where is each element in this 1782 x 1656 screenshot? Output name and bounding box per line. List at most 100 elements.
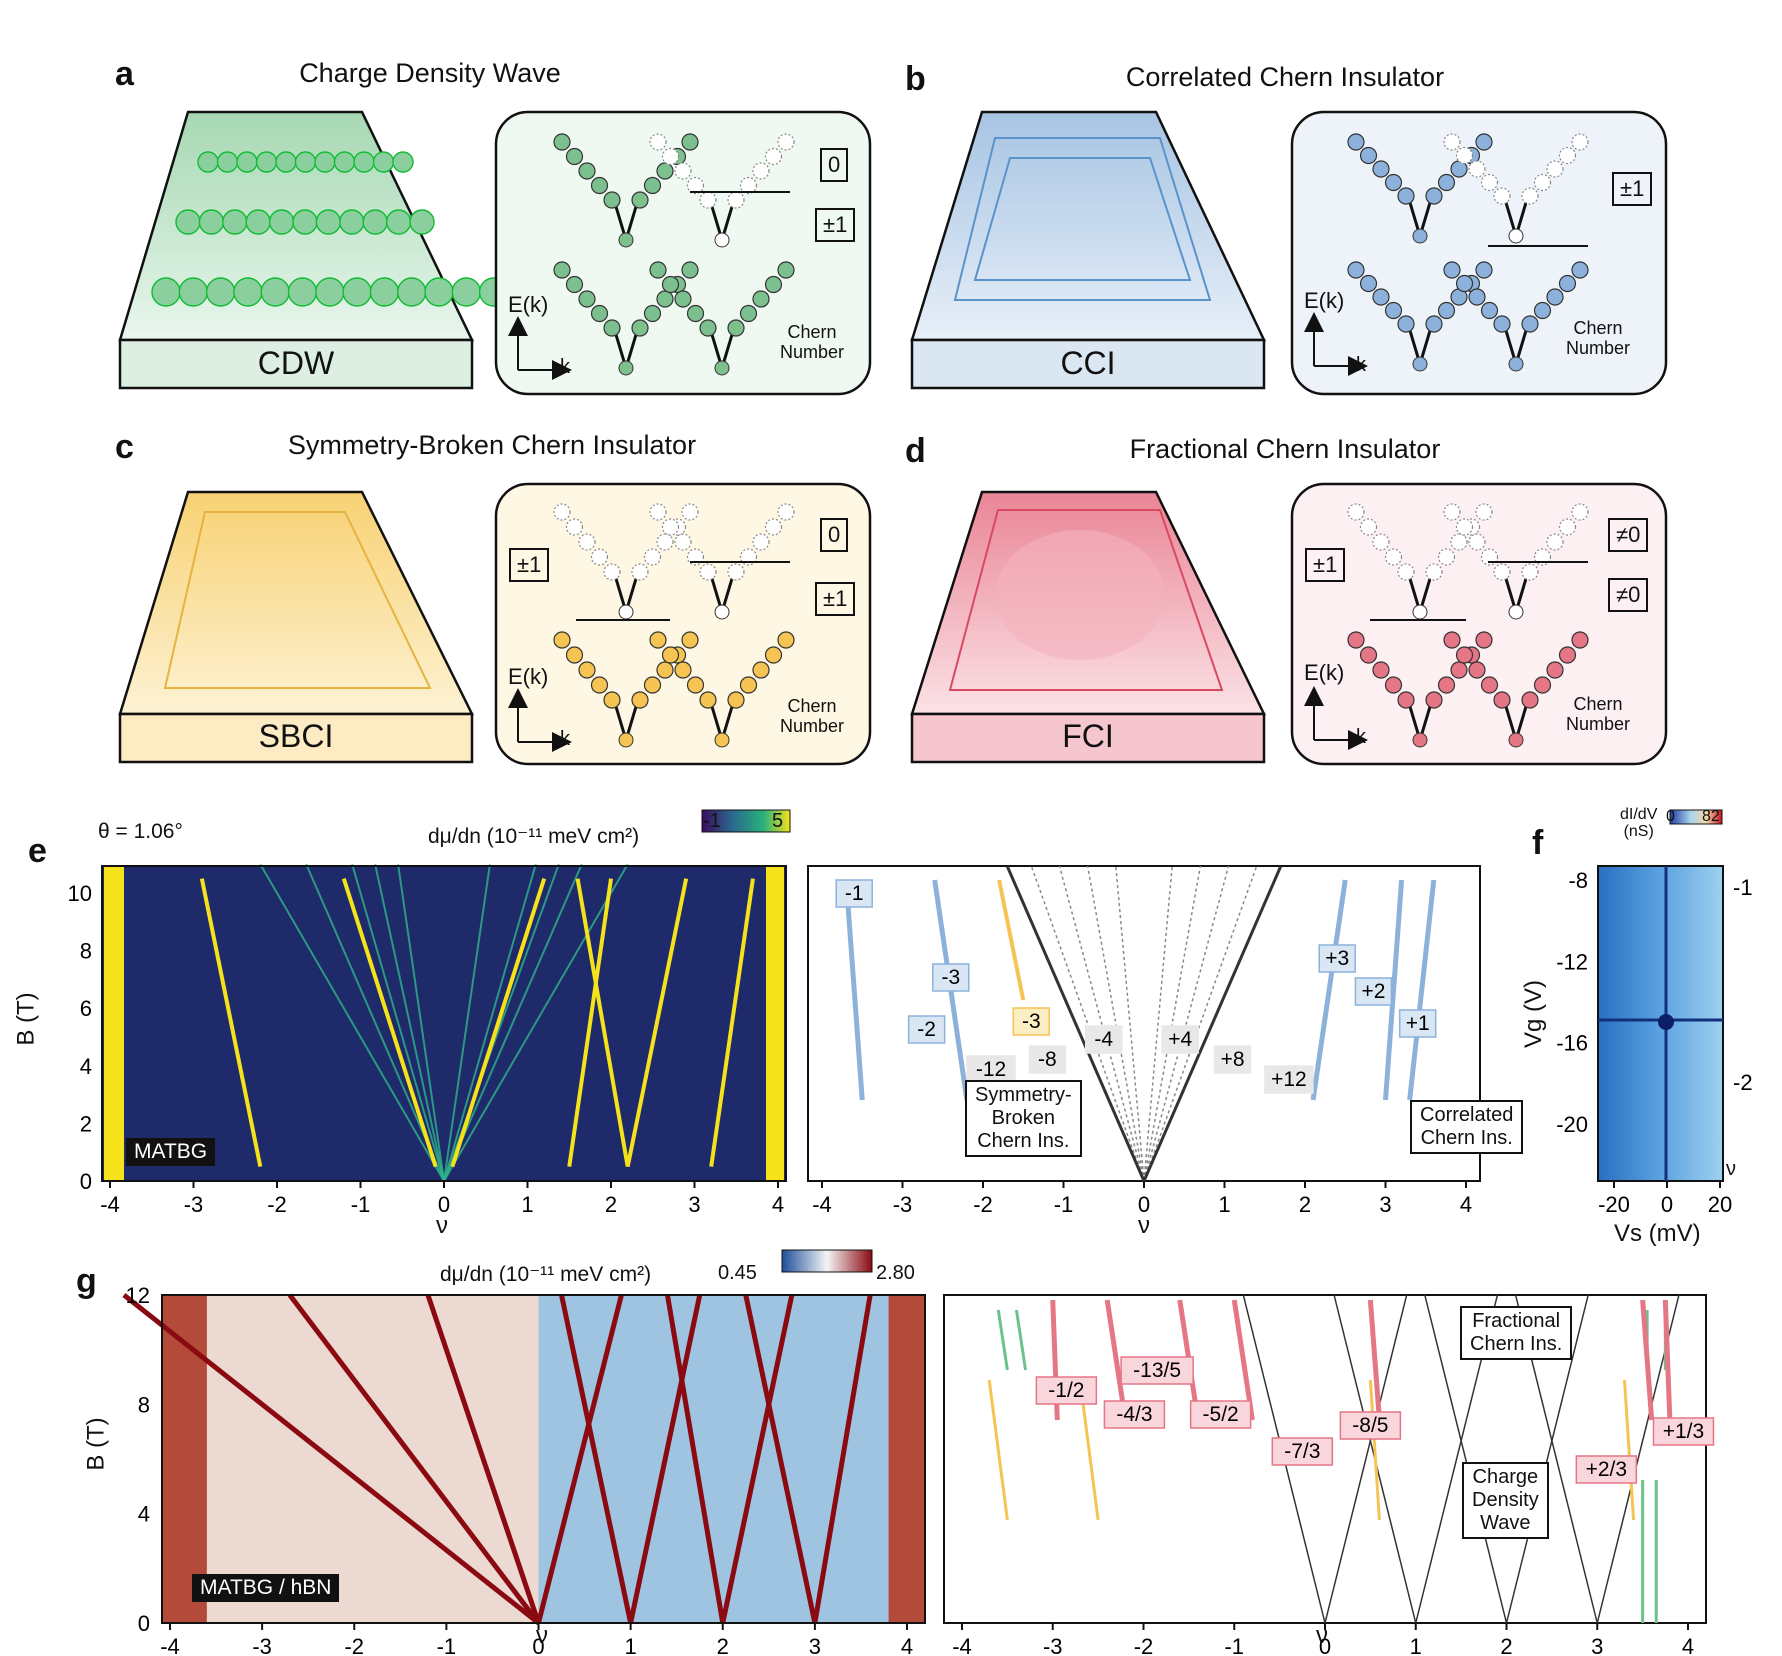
band-state bbox=[674, 533, 692, 551]
fan-line bbox=[1324, 1294, 1408, 1624]
ek-label-b: E(k) bbox=[1304, 288, 1345, 313]
band-state bbox=[1521, 563, 1539, 581]
electron bbox=[315, 209, 342, 235]
panel-e-cbar-max: 5 bbox=[772, 810, 784, 832]
panel-e-map bbox=[102, 866, 786, 1181]
panel-e-edge-left bbox=[104, 866, 124, 1181]
band-cone bbox=[1347, 631, 1493, 748]
electron bbox=[294, 151, 317, 173]
panel-e-y-tick-label: 2 bbox=[80, 1111, 92, 1136]
panel-g-cbar-min: 0.45 bbox=[718, 1262, 757, 1284]
panel-e-fan-x-tick-label: -2 bbox=[973, 1192, 993, 1217]
band-state bbox=[1533, 173, 1552, 192]
blue-label: -2 bbox=[917, 1018, 936, 1041]
band-cone bbox=[649, 261, 795, 376]
panel-c-title: Symmetry-Broken Chern Insulator bbox=[287, 430, 697, 460]
panel-e-x-tick-label: 1 bbox=[521, 1192, 533, 1217]
band-state bbox=[1455, 518, 1474, 536]
band-state bbox=[1397, 691, 1415, 709]
fci-line bbox=[1640, 1299, 1655, 1421]
band-state bbox=[578, 162, 596, 180]
panel-g-y-tick-label: 0 bbox=[138, 1611, 150, 1636]
band-state bbox=[752, 533, 770, 551]
panel-g-fan-x-tick-label: -4 bbox=[952, 1634, 972, 1656]
pink-label-box bbox=[1189, 1400, 1252, 1429]
bright-fan bbox=[709, 878, 755, 1167]
electron bbox=[292, 209, 318, 235]
panel-g-cbar-max: 2.80 bbox=[876, 1262, 915, 1284]
bright-fan bbox=[625, 878, 689, 1167]
landau-fan bbox=[351, 863, 445, 1182]
electron bbox=[342, 277, 372, 307]
band-state bbox=[1480, 301, 1499, 320]
fan-streak bbox=[628, 1294, 703, 1624]
panel-e-fan-xlabel: ν bbox=[1138, 1212, 1150, 1239]
band-state bbox=[1450, 661, 1468, 679]
electron bbox=[409, 209, 435, 235]
band-state bbox=[764, 147, 783, 166]
band-state bbox=[553, 503, 571, 521]
band-state bbox=[1425, 563, 1443, 581]
pink-label: -1/2 bbox=[1048, 1379, 1084, 1402]
blue-label: -3 bbox=[941, 966, 960, 989]
band-state bbox=[1493, 187, 1511, 205]
gray-label-box bbox=[1161, 1025, 1199, 1054]
chern-box-c-left: ±1 bbox=[509, 548, 550, 582]
band-state bbox=[1475, 261, 1493, 279]
band-state bbox=[578, 661, 596, 679]
band-state bbox=[1475, 133, 1493, 151]
slab-label-a: CDW bbox=[257, 345, 335, 381]
fan-streak bbox=[425, 1294, 541, 1624]
electron bbox=[245, 209, 271, 235]
blue-label: +2 bbox=[1361, 980, 1385, 1003]
panel-f-y-tick-label: -12 bbox=[1556, 949, 1588, 974]
band-state bbox=[777, 631, 795, 649]
yellow-label: -3 bbox=[1022, 1010, 1041, 1033]
band-state bbox=[1443, 261, 1461, 279]
cci-line bbox=[1407, 879, 1437, 1101]
panel-f-right-tick-label: -2 bbox=[1733, 1070, 1753, 1095]
band-state bbox=[699, 563, 717, 581]
panel-f-cbar-label: dI/dV(nS) bbox=[1620, 806, 1658, 840]
electron bbox=[205, 277, 236, 307]
band-state bbox=[1372, 661, 1390, 679]
band-state bbox=[714, 360, 730, 376]
landau-fan bbox=[305, 863, 445, 1182]
electron bbox=[287, 277, 318, 307]
band-state bbox=[553, 133, 571, 151]
band-state bbox=[777, 261, 795, 279]
pink-label-box bbox=[1120, 1356, 1194, 1385]
electron bbox=[369, 277, 400, 307]
band-state bbox=[565, 646, 584, 664]
pink-label: +1/3 bbox=[1663, 1420, 1704, 1443]
band-state bbox=[1372, 288, 1390, 306]
panel-letter-f: f bbox=[1532, 824, 1544, 862]
panel-e-x-tick-label: -2 bbox=[267, 1192, 287, 1217]
k-label-d: k bbox=[1356, 726, 1366, 748]
band-state bbox=[777, 133, 795, 151]
electron bbox=[178, 277, 209, 307]
gray-label: -8 bbox=[1038, 1048, 1057, 1071]
electron bbox=[424, 277, 454, 307]
fan-line bbox=[1115, 865, 1145, 1182]
electron bbox=[233, 277, 263, 307]
band-state bbox=[649, 503, 667, 521]
fan-streak bbox=[559, 1294, 634, 1624]
fci-slab bbox=[910, 490, 1266, 764]
electron bbox=[339, 209, 365, 235]
landau-fan bbox=[443, 863, 629, 1182]
blue-label-box bbox=[1398, 1009, 1437, 1038]
band-state bbox=[752, 162, 770, 180]
pink-label: -5/2 bbox=[1203, 1403, 1239, 1426]
band-state bbox=[674, 162, 692, 180]
band-state bbox=[1533, 676, 1552, 694]
cdw-yellow bbox=[987, 1379, 1009, 1521]
landau-fan bbox=[259, 863, 445, 1182]
blue-label: -1 bbox=[845, 882, 864, 905]
band-state bbox=[1546, 288, 1564, 306]
band-state bbox=[1508, 356, 1524, 372]
pink-label: -13/5 bbox=[1133, 1359, 1181, 1382]
